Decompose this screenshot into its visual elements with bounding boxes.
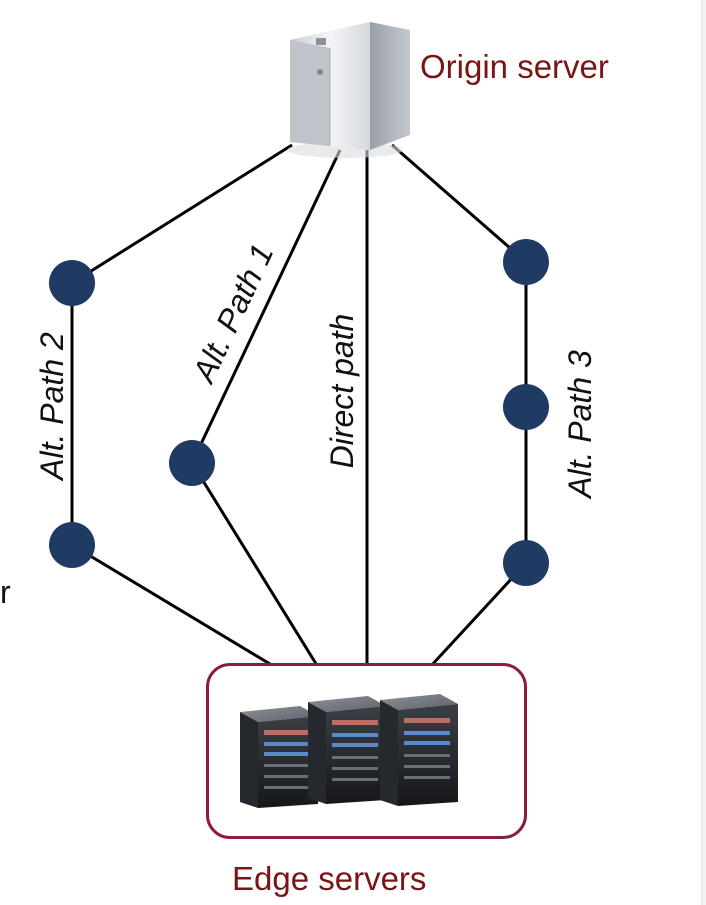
relay-node <box>503 239 549 285</box>
stray-text-fragment: r <box>0 574 11 610</box>
edge-servers-label: Edge servers <box>232 860 427 897</box>
relay-node <box>169 440 215 486</box>
alt-path-3-lower-link <box>428 561 528 669</box>
slide-edge <box>701 0 706 905</box>
alt-path-2-upper-link <box>71 143 293 285</box>
alt-path-2-lower-link <box>71 543 276 669</box>
origin-server-label: Origin server <box>420 48 609 85</box>
relay-node <box>503 384 549 430</box>
relay-node <box>503 540 549 586</box>
tower-server-icon <box>287 22 410 158</box>
relay-node <box>49 260 95 306</box>
alt-path-1-upper-link <box>190 149 342 464</box>
alt-path-3-upper-link <box>391 143 527 264</box>
connection-lines <box>70 143 528 669</box>
relay-nodes <box>49 239 549 586</box>
alt-path-3-label: Alt. Path 3 <box>562 350 598 498</box>
alt-path-2-label: Alt. Path 2 <box>34 332 70 480</box>
relay-node <box>49 522 95 568</box>
rack-server-icon <box>240 694 458 808</box>
alt-path-1-lower-link <box>190 462 320 668</box>
direct-path-label: Direct path <box>324 313 360 469</box>
